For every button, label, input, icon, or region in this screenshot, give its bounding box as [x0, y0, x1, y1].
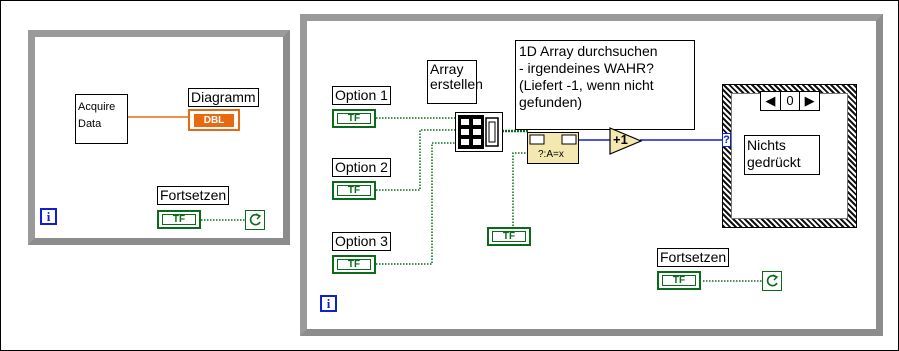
tf-badge: TF	[337, 259, 371, 270]
acquire-data-label: Acquire Data	[78, 101, 116, 130]
comment-line-3: (Liefert -1, wenn nicht	[519, 77, 654, 93]
tf-badge: TF	[337, 113, 371, 124]
tf-badge: TF	[662, 275, 696, 286]
iteration-terminal-left: i	[40, 208, 57, 225]
option1-label: Option 1	[332, 86, 391, 105]
build-array-label-line2: erstellen	[430, 76, 483, 92]
case-selector[interactable]: ◀ 0 ▶	[760, 91, 820, 111]
comment-line-2: - irgendeines WAHR?	[519, 60, 654, 76]
continue-label-left: Fortsetzen	[157, 186, 230, 205]
build-array-node[interactable]	[455, 112, 503, 152]
tf-badge: TF	[337, 185, 371, 196]
case-prev-icon[interactable]: ◀	[765, 93, 776, 108]
conditional-terminal-left[interactable]	[245, 210, 265, 230]
comment-line-4: gefunden)	[519, 94, 583, 110]
dbl-type-text: DBL	[203, 115, 225, 126]
loop-arrow-icon	[766, 274, 779, 287]
continue-terminal-right[interactable]: TF	[657, 271, 701, 290]
conditional-terminal-right[interactable]	[762, 271, 782, 291]
option3-label: Option 3	[332, 232, 391, 251]
build-array-label-line1: Array	[430, 61, 464, 77]
acquire-data-subvi[interactable]: Acquire Data	[75, 94, 128, 144]
svg-text:?:A=x: ?:A=x	[538, 149, 564, 160]
case-text: Nichts gedrückt	[744, 135, 820, 175]
search-comment: 1D Array durchsuchen - irgendeines WAHR?…	[515, 40, 695, 130]
option1-terminal[interactable]: TF	[332, 109, 376, 128]
search-constant-terminal[interactable]: TF	[487, 227, 531, 246]
tf-badge: TF	[162, 214, 196, 225]
tf-badge: TF	[492, 231, 526, 242]
search-array-icon: ?:A=x	[529, 134, 577, 160]
search-array-node[interactable]: ?:A=x	[527, 132, 579, 164]
option3-terminal[interactable]: TF	[332, 255, 376, 274]
continue-terminal-left[interactable]: TF	[157, 210, 201, 229]
case-next-icon[interactable]: ▶	[804, 93, 815, 108]
chart-terminal[interactable]: DBL	[188, 109, 240, 131]
case-terminal-glyph: ?	[723, 134, 730, 146]
option2-terminal[interactable]: TF	[332, 181, 376, 200]
build-array-icon	[458, 115, 499, 149]
case-text-line2: gedrückt	[747, 154, 801, 170]
chart-label: Diagramm	[188, 88, 259, 107]
comment-line-1: 1D Array durchsuchen	[519, 43, 658, 59]
continue-label-right: Fortsetzen	[657, 248, 730, 267]
while-loop-left[interactable]	[28, 30, 290, 245]
case-text-line1: Nichts	[747, 137, 786, 153]
case-terminal[interactable]: ?	[722, 133, 731, 147]
loop-arrow-icon	[249, 213, 262, 226]
increment-node[interactable]: +1	[609, 127, 643, 155]
build-array-label: Array erstellen	[427, 60, 483, 104]
dbl-type-badge: DBL	[194, 114, 234, 127]
increment-icon	[609, 127, 643, 155]
increment-text: +1	[613, 132, 628, 147]
case-selector-value: 0	[780, 92, 800, 110]
option2-label: Option 2	[332, 158, 391, 177]
while-loop-right[interactable]	[300, 14, 883, 336]
iteration-terminal-right: i	[320, 295, 337, 312]
